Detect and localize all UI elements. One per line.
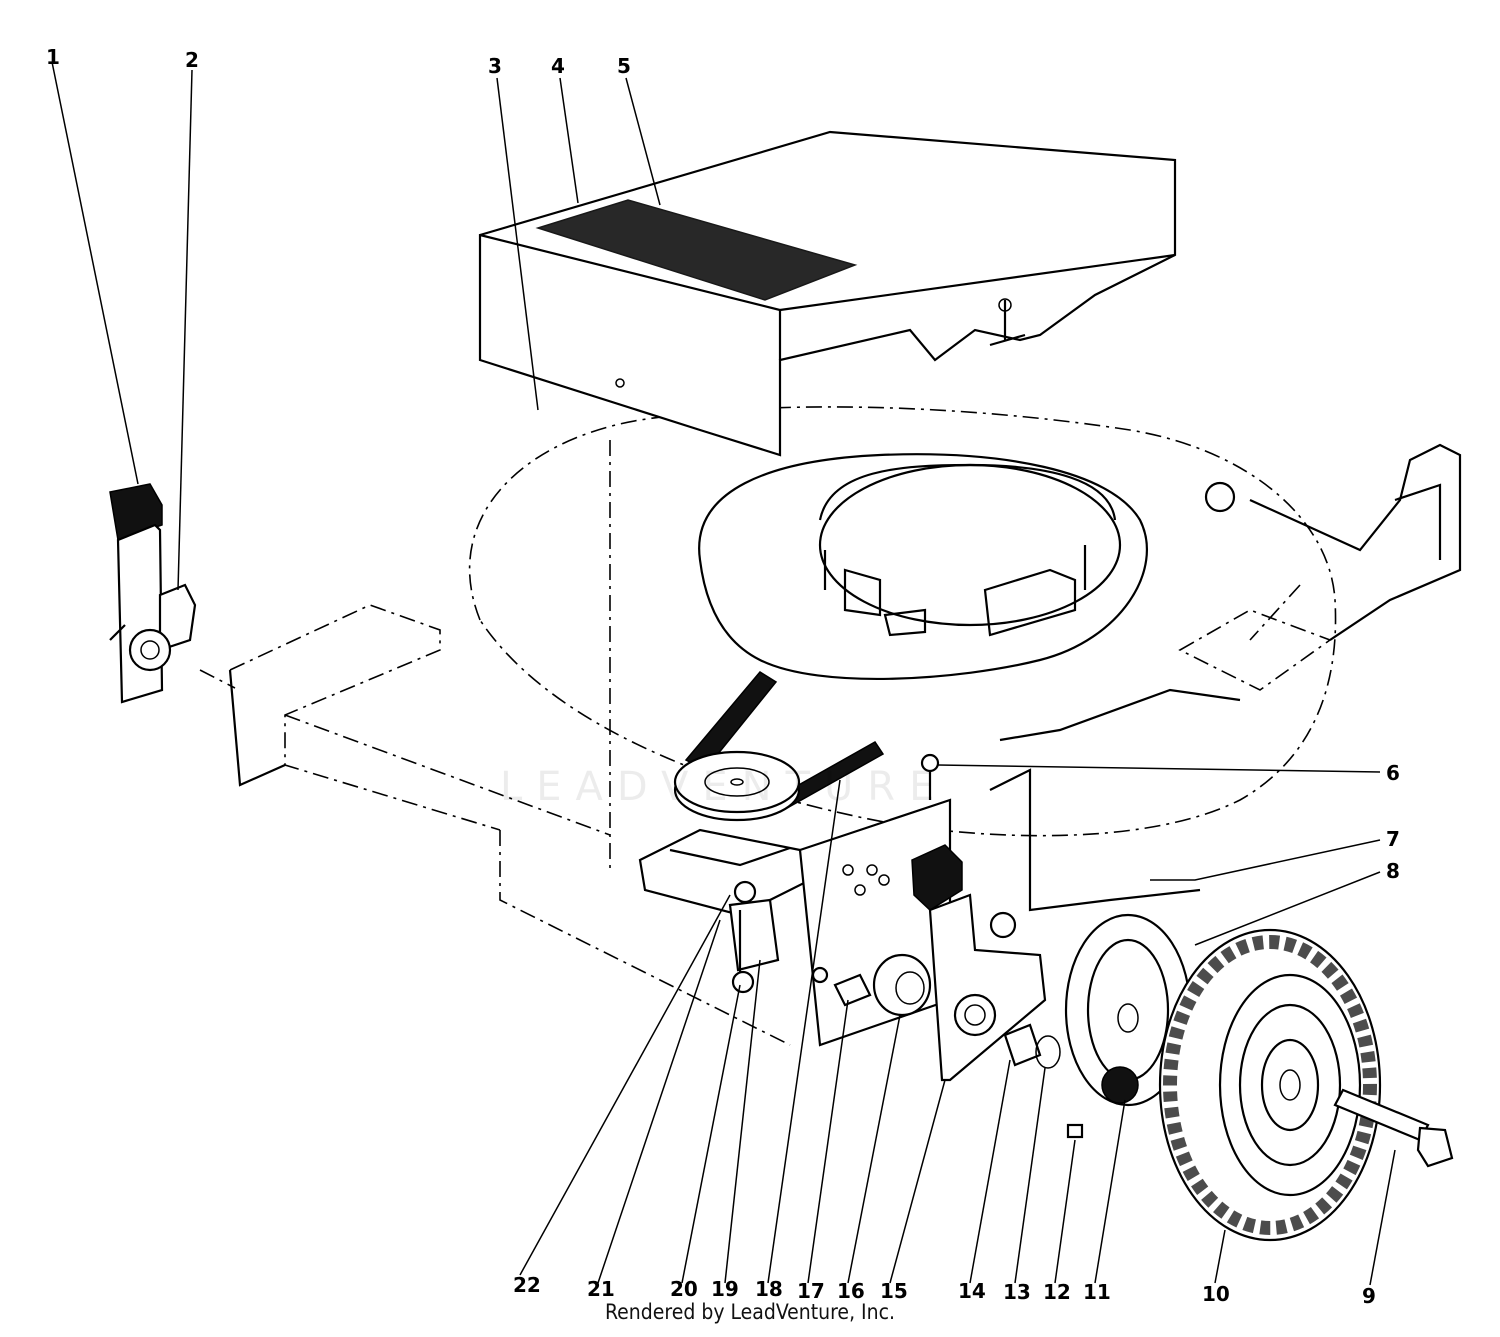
callout-6: 6 <box>1386 761 1400 785</box>
callout-10: 10 <box>1202 1282 1230 1306</box>
wheel <box>1158 928 1382 1242</box>
callout-7: 7 <box>1386 827 1400 851</box>
callout-14: 14 <box>958 1279 986 1303</box>
leader-lines <box>51 61 1396 1286</box>
callout-17: 17 <box>797 1279 825 1303</box>
callout-15: 15 <box>880 1279 908 1303</box>
callout-19: 19 <box>711 1277 739 1301</box>
top-cover <box>478 130 1177 457</box>
callout-11: 11 <box>1083 1280 1111 1304</box>
callout-3: 3 <box>488 54 502 78</box>
callout-13: 13 <box>1003 1280 1031 1304</box>
callout-18: 18 <box>755 1277 783 1301</box>
callout-21: 21 <box>587 1277 615 1301</box>
callout-9: 9 <box>1362 1284 1376 1308</box>
callout-4: 4 <box>551 54 565 78</box>
callout-8: 8 <box>1386 859 1400 883</box>
mower-deck <box>228 406 1337 1046</box>
axle-parts <box>811 953 1084 1139</box>
watermark-text: LEADVENTURE <box>500 764 948 810</box>
callout-2: 2 <box>185 48 199 72</box>
callout-labels: 1 2 3 4 5 6 7 8 9 10 11 12 13 14 15 16 1… <box>46 45 1400 1308</box>
callout-22: 22 <box>513 1273 541 1297</box>
callout-5: 5 <box>617 54 631 78</box>
callout-20: 20 <box>670 1277 698 1301</box>
axle-bolt <box>1333 1088 1454 1168</box>
handle-bracket <box>989 443 1462 912</box>
callout-12: 12 <box>1043 1280 1071 1304</box>
callout-1: 1 <box>46 45 60 69</box>
render-credit: Rendered by LeadVenture, Inc. <box>605 1300 895 1324</box>
callout-16: 16 <box>837 1279 865 1303</box>
control-bracket <box>109 483 236 704</box>
